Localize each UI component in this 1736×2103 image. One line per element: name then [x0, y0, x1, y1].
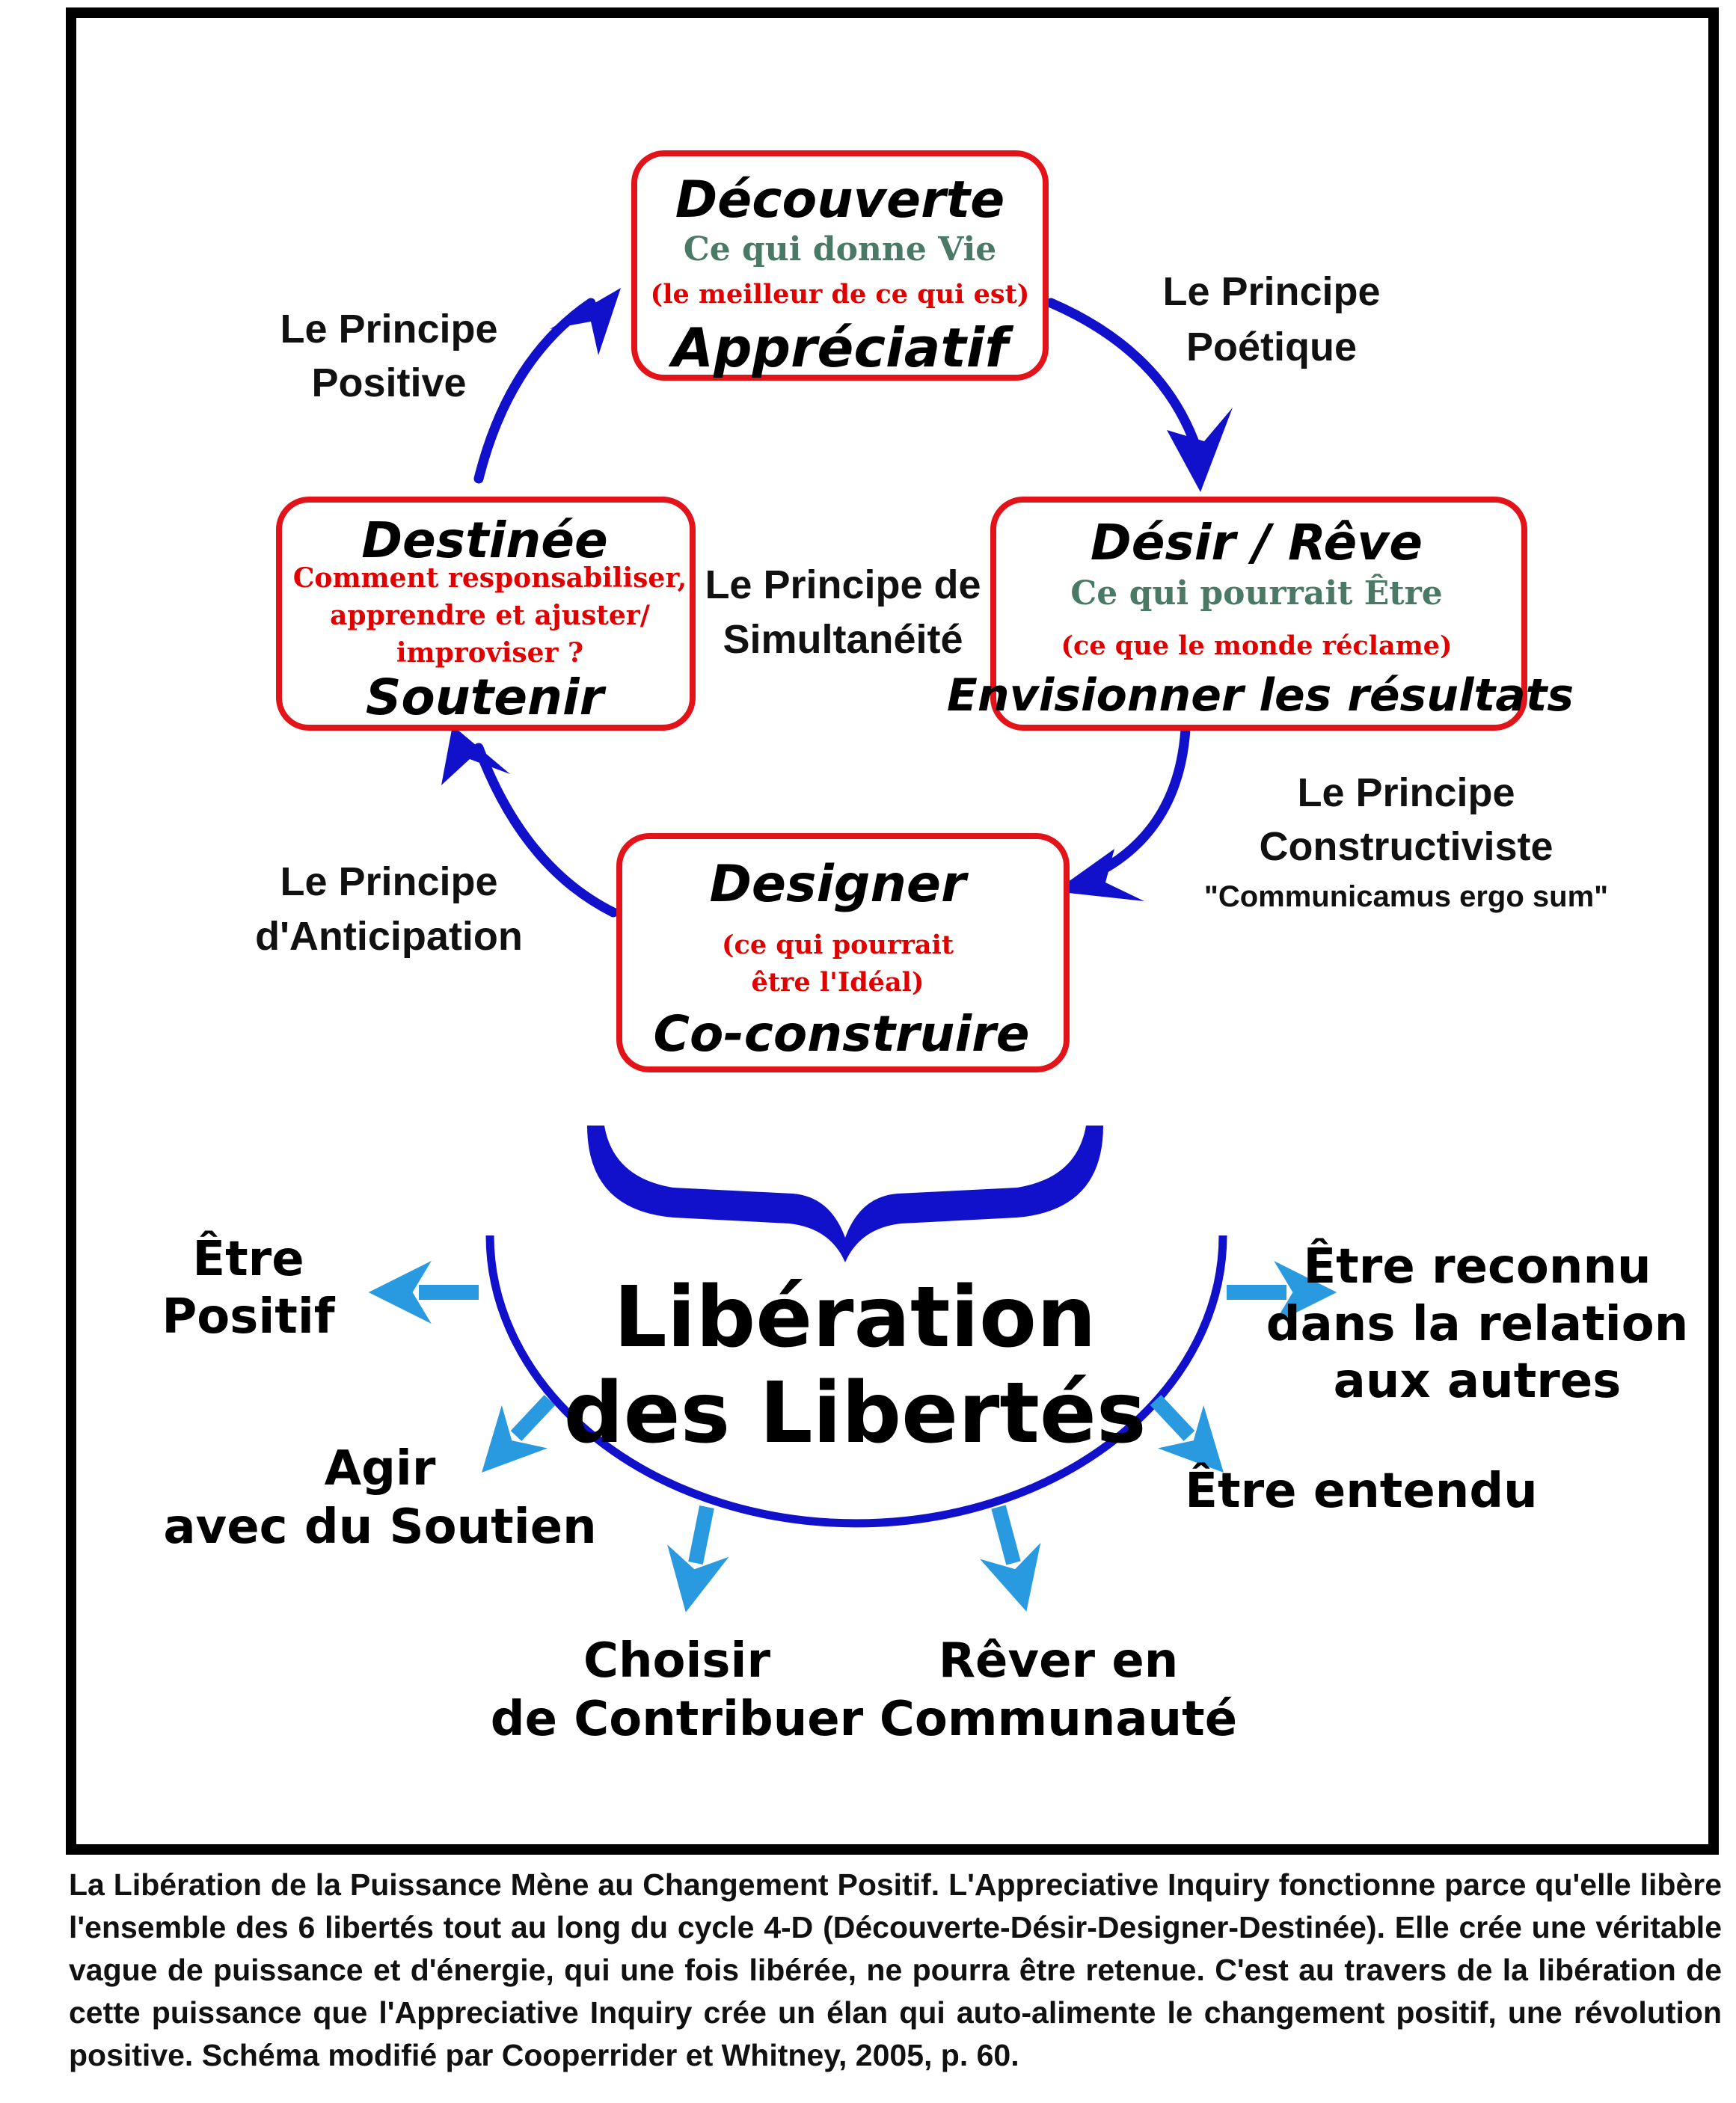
- freedom-be-positive-line1: Être: [192, 1230, 304, 1287]
- principle-positive-line2: Positive: [311, 360, 466, 405]
- principle-simultaneity-line2: Simultanéité: [723, 617, 963, 662]
- freedom-act-with-support-line2: avec du Soutien: [163, 1499, 596, 1555]
- principle-poetic: Le Principe Poétique: [1162, 269, 1380, 369]
- arrow-dream-community: [980, 1505, 1041, 1612]
- dream-detail: (ce que le monde réclame): [1061, 630, 1452, 661]
- principle-anticipation: Le Principe d'Anticipation: [255, 859, 523, 959]
- principle-positive: Le Principe Positive: [280, 307, 497, 405]
- principle-simultaneity-line1: Le Principe de: [705, 562, 981, 607]
- discovery-detail: (le meilleur de ce qui est): [651, 279, 1030, 310]
- arrow-act-with-support: [482, 1395, 556, 1473]
- freedom-be-recognized: Être reconnu dans la relation aux autres: [1266, 1238, 1689, 1409]
- dream-subtitle: Ce qui pourrait Être: [1070, 573, 1443, 613]
- arrowhead-design: [1055, 849, 1144, 901]
- freedom-dream-community: Rêver en Communauté: [880, 1633, 1237, 1747]
- cycle-arrowheads: [441, 288, 1233, 901]
- freedom-choose-contribute: Choisir de Contribuer: [491, 1633, 864, 1747]
- arrow-design-to-destiny: [473, 743, 619, 918]
- arrowhead-dream: [1167, 408, 1233, 492]
- arrow-dream-to-design: [1079, 724, 1191, 884]
- destiny-detail-line1: Comment responsabiliser,: [293, 562, 687, 594]
- principle-constructivist: Le Principe Constructiviste "Communicamu…: [1204, 770, 1608, 913]
- discovery-action: Appréciatif: [668, 316, 1013, 379]
- design-detail-line2: être l'Idéal): [752, 967, 924, 998]
- principle-anticipation-line2: d'Anticipation: [255, 914, 523, 959]
- stage-box-discovery: Découverte Ce qui donne Vie (le meilleur…: [631, 150, 1049, 381]
- curly-brace: [587, 1126, 1103, 1262]
- stage-box-dream: Désir / Rêve Ce qui pourrait Être (ce qu…: [947, 497, 1574, 731]
- freedom-act-with-support: Agir avec du Soutien: [163, 1441, 596, 1555]
- freedom-be-recognized-line2: dans la relation: [1266, 1297, 1689, 1352]
- liberation-title: Libération des Libertés: [563, 1269, 1146, 1462]
- appreciative-inquiry-cycle-diagram: Découverte Ce qui donne Vie (le meilleur…: [162, 150, 1689, 1747]
- destiny-detail-line3: improviser ?: [396, 637, 583, 669]
- stage-box-destiny: Destinée Comment responsabiliser, appren…: [276, 497, 696, 731]
- stage-box-design: Designer (ce qui pourrait être l'Idéal) …: [616, 833, 1070, 1072]
- principle-constructivist-line2: Constructiviste: [1259, 824, 1553, 869]
- freedom-dream-community-line1: Rêver en: [939, 1633, 1179, 1689]
- figure-caption: La Libération de la Puissance Mène au Ch…: [69, 1867, 1722, 2072]
- freedom-be-heard-line1: Être entendu: [1185, 1462, 1537, 1519]
- design-action: Co-construire: [654, 1005, 1030, 1063]
- liberation-line2: des Libertés: [563, 1365, 1146, 1462]
- freedom-be-positive-line2: Positif: [162, 1289, 335, 1345]
- principle-anticipation-line1: Le Principe: [280, 859, 497, 904]
- discovery-title: Découverte: [675, 171, 1005, 230]
- freedom-act-with-support-line1: Agir: [325, 1441, 436, 1496]
- arrow-be-heard: [1150, 1395, 1224, 1473]
- arrowhead-discovery: [550, 288, 621, 355]
- discovery-subtitle: Ce qui donne Vie: [684, 230, 997, 268]
- freedom-arrows: [368, 1261, 1337, 1612]
- arrow-discovery-to-dream: [1046, 298, 1202, 454]
- dream-action: Envisionner les résultats: [947, 669, 1574, 722]
- diagram-frame: [66, 7, 1719, 1855]
- freedom-choose-contribute-line1: Choisir: [583, 1633, 770, 1689]
- arrowhead-destiny: [441, 725, 510, 785]
- freedom-be-positive: Être Positif: [162, 1230, 335, 1345]
- principle-constructivist-quote: "Communicamus ergo sum": [1204, 880, 1608, 913]
- liberation-line1: Libération: [613, 1269, 1096, 1366]
- freedom-choose-contribute-line2: de Contribuer: [491, 1692, 864, 1747]
- freedom-be-recognized-line1: Être reconnu: [1303, 1238, 1651, 1295]
- principle-poetic-line2: Poétique: [1186, 325, 1357, 369]
- freedom-be-recognized-line3: aux autres: [1334, 1354, 1622, 1409]
- principle-positive-line1: Le Principe: [280, 307, 497, 351]
- principle-constructivist-line1: Le Principe: [1297, 770, 1515, 815]
- destiny-detail-line2: apprendre et ajuster/: [330, 600, 651, 631]
- destiny-title: Destinée: [361, 512, 608, 569]
- principle-simultaneity: Le Principe de Simultanéité: [705, 562, 981, 662]
- freedom-dream-community-line2: Communauté: [880, 1692, 1237, 1747]
- liberation-bowl: [485, 1235, 1227, 1528]
- principle-poetic-line1: Le Principe: [1162, 269, 1380, 314]
- destiny-action: Soutenir: [366, 669, 607, 726]
- freedom-be-heard: Être entendu: [1185, 1462, 1537, 1519]
- arrow-choose-contribute: [667, 1505, 729, 1612]
- dream-title: Désir / Rêve: [1091, 514, 1423, 571]
- design-detail-line1: (ce qui pourrait: [722, 930, 954, 960]
- design-title: Designer: [709, 855, 969, 914]
